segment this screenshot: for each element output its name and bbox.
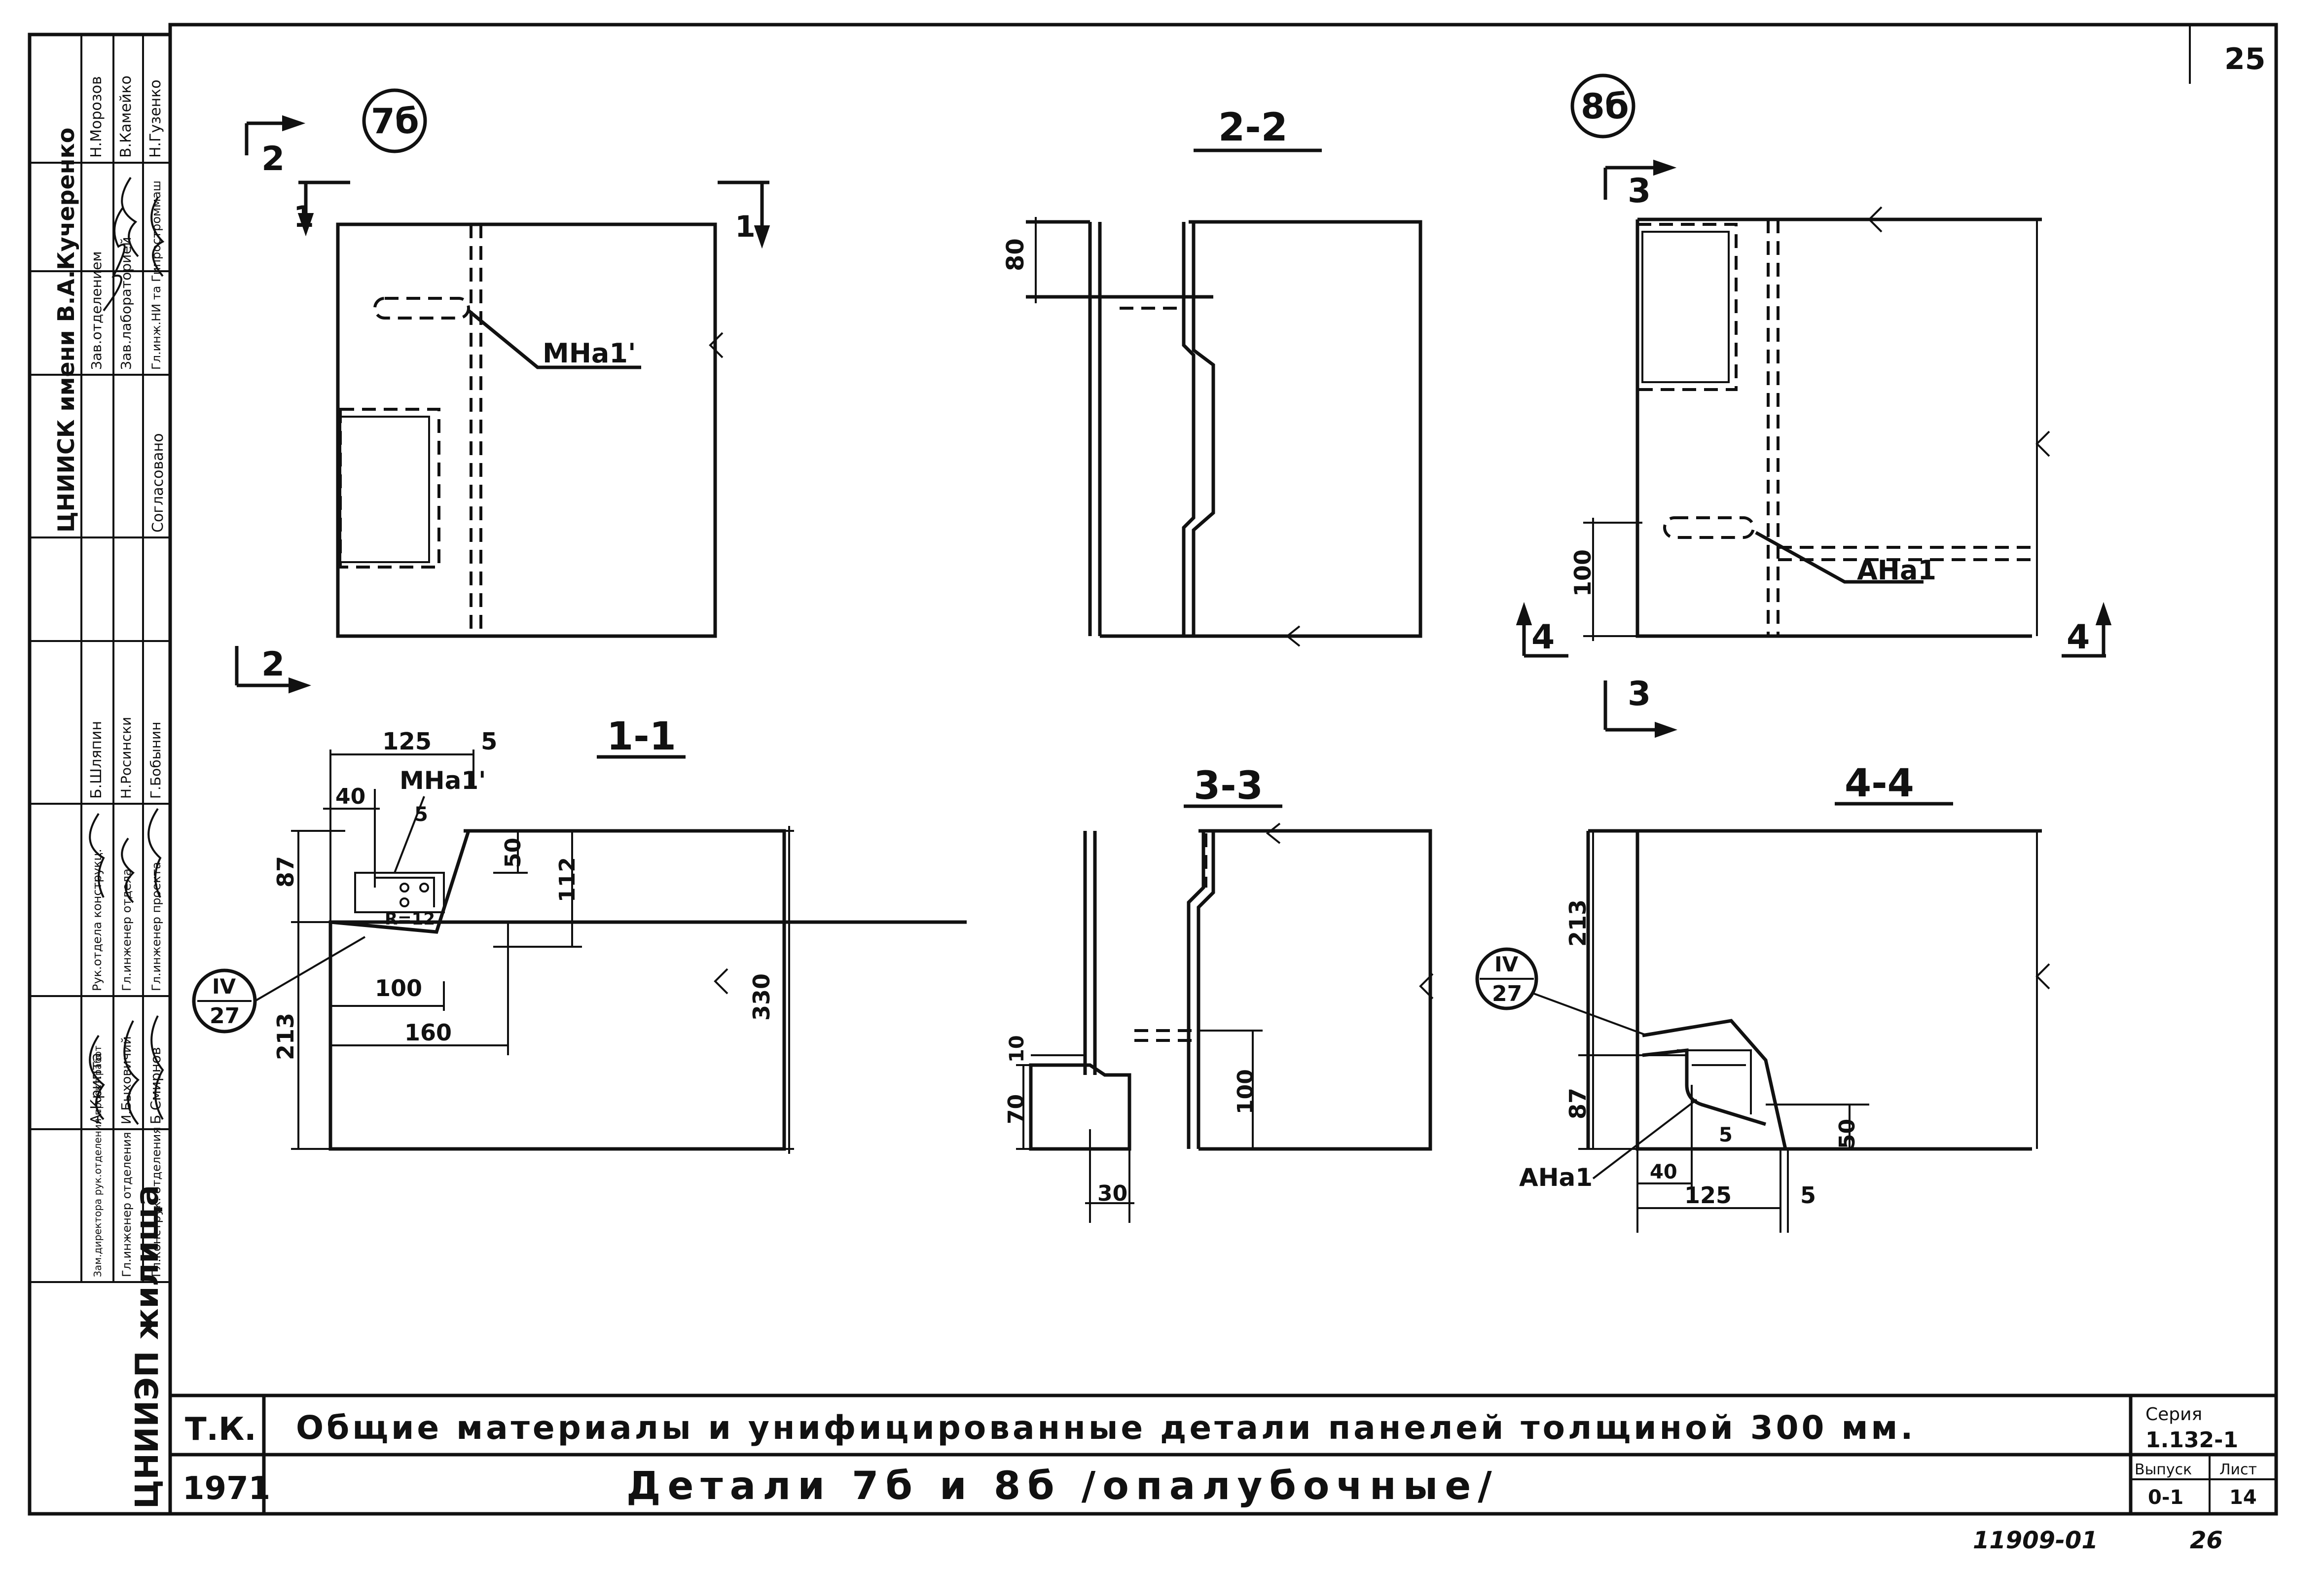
stamp-agreed: Согласовано [149, 433, 167, 533]
mark-3-top: 3 [1628, 172, 1651, 211]
stamp-col2-1-role: Рук.отдела конструкц. [90, 849, 104, 991]
stamp-row-2-role: Зав.лабораторией [118, 237, 134, 370]
detail-7b-callout: МНа1' [543, 338, 636, 369]
section-4-4-ref-top: IV [1494, 952, 1519, 976]
title-line-2: Детали 7б и 8б /опалубочные/ [626, 1464, 1499, 1508]
mark-3-bottom: 3 [1628, 675, 1651, 714]
detail-8b-dim-100: 100 [1569, 549, 1596, 597]
series-value: 1.132-1 [2145, 1428, 2238, 1453]
side-stamp-frame [28, 33, 172, 1516]
stamp-col2-3-name: Г.Бобынин [147, 721, 164, 799]
mark-2-bottom: 2 [261, 645, 285, 684]
stamp-org: ЦНИИЭП жилища [129, 1185, 166, 1509]
sheet-number: 25 [2224, 42, 2266, 76]
stamp-col3-3-role: Гл.конструк. отделения [149, 1127, 163, 1277]
detail-8b: 8б 3 3 4 4 АНа1 100 [1516, 73, 2112, 738]
issue-value: 0-1 [2148, 1486, 2183, 1509]
mark-4-left: 4 [1531, 618, 1555, 657]
section-1-1-dim-213: 213 [272, 1013, 299, 1060]
title-year: 1971 [182, 1470, 270, 1507]
section-1-1-dim-5b: 5 [414, 803, 428, 826]
stamp-row-1-name: Н.Морозов [88, 76, 105, 158]
section-1-1-ref-top: IV [212, 974, 236, 999]
signature-6 [147, 808, 162, 898]
stamp-row-2-name: В.Камейко [117, 75, 135, 158]
issue-label: Выпуск [2135, 1461, 2192, 1478]
detail-8b-callout: АНа1 [1857, 555, 1936, 586]
detail-7b: 7б 2 2 1 1 МНа1' [235, 88, 770, 694]
section-1-1-dim-87: 87 [272, 856, 299, 888]
stamp-row-3-name: Н.Гузенко [147, 79, 164, 158]
section-2-2-dim-80: 80 [1002, 238, 1029, 271]
mark-4-right: 4 [2067, 618, 2090, 657]
detail-8b-label: 8б [1581, 86, 1629, 127]
section-4-4: 4-4 213 87 40 125 5 5 50 АНа1 IV 27 [1475, 761, 2050, 1233]
section-4-4-dim-87: 87 [1564, 1088, 1591, 1119]
section-4-4-ref-bottom: 27 [1492, 981, 1522, 1006]
signature-2 [121, 177, 139, 257]
signature-4 [89, 813, 105, 898]
section-4-4-dim-50: 50 [1835, 1119, 1860, 1149]
section-4-4-dim-5b: 5 [1719, 1124, 1733, 1146]
stamp-col2-1-name: Б.Шляпин [88, 721, 105, 799]
series-label: Серия [2145, 1404, 2202, 1425]
section-4-4-dim-40: 40 [1650, 1161, 1677, 1183]
signature-7 [89, 1035, 105, 1120]
title-code: Т.К. [185, 1411, 256, 1448]
section-1-1-dim-50: 50 [501, 838, 526, 868]
section-4-4-dim-213: 213 [1564, 899, 1591, 947]
mark-1-right: 1 [735, 210, 756, 244]
section-1-1-dim-330: 330 [748, 973, 775, 1021]
sheet-value: 14 [2229, 1486, 2257, 1509]
signature-8 [123, 1020, 140, 1125]
section-2-2-label: 2-2 [1218, 106, 1288, 150]
signature-3 [150, 196, 165, 277]
detail-7b-label: 7б [371, 101, 419, 142]
title-line-1: Общие материалы и унифицированные детали… [296, 1409, 1916, 1447]
section-2-2: 2-2 80 [1002, 106, 1422, 647]
mark-2-top: 2 [261, 140, 285, 179]
section-4-4-dim-125: 125 [1684, 1182, 1732, 1209]
section-1-1-dim-160: 160 [404, 1019, 452, 1046]
side-stamp: ЦНИИСК имени В.А.Кучеренко Согласовано З… [30, 35, 170, 1509]
section-1-1-radius: R=12 [385, 909, 435, 929]
section-3-3-label: 3-3 [1194, 764, 1263, 808]
stamp-institute: ЦНИИСК имени В.А.Кучеренко [53, 128, 79, 533]
title-block: Т.К. 1971 Общие материалы и унифицирован… [170, 1393, 2276, 1514]
signature-5 [121, 837, 135, 903]
section-3-3-dim-100: 100 [1233, 1069, 1258, 1114]
signature-9 [150, 1015, 164, 1120]
section-1-1-ref-bottom: 27 [210, 1003, 240, 1029]
section-1-1-dim-5a: 5 [481, 728, 497, 755]
section-4-4-callout: АНа1 [1519, 1163, 1593, 1192]
section-1-1-label: 1-1 [607, 715, 676, 759]
stamp-row-1-role: Зав.отделением [88, 251, 105, 370]
section-3-3-dim-70: 70 [1004, 1094, 1029, 1124]
section-3-3-dim-10: 10 [1006, 1035, 1028, 1063]
section-1-1-dim-100: 100 [375, 975, 422, 1001]
stamp-col3-2-name: И.Быховичий [119, 1036, 134, 1124]
section-1-1-dim-40: 40 [335, 784, 365, 809]
section-1-1-dim-112: 112 [555, 857, 580, 902]
stamp-col2-2-name: Н.Росински [118, 717, 134, 799]
section-1-1: 1-1 R=12 МНа1' 125 5 40 5 50 112 87 213 … [192, 715, 967, 1154]
section-3-3: 3-3 10 70 30 100 [1004, 764, 1434, 1223]
sheet-label: Лист [2219, 1461, 2257, 1478]
section-1-1-dim-125: 125 [382, 728, 432, 755]
mark-1-left: 1 [293, 200, 314, 234]
section-4-4-label: 4-4 [1845, 761, 1914, 806]
footer-number: 26 [2190, 1527, 2223, 1554]
signature-1 [103, 206, 126, 312]
section-1-1-callout: МНа1' [399, 766, 486, 795]
archive-number: 11909-01 [1973, 1527, 2098, 1554]
section-4-4-dim-5a: 5 [1800, 1182, 1816, 1209]
stamp-col3-2-role: Гл.инженер отделения [120, 1132, 134, 1277]
section-3-3-dim-30: 30 [1097, 1181, 1127, 1206]
